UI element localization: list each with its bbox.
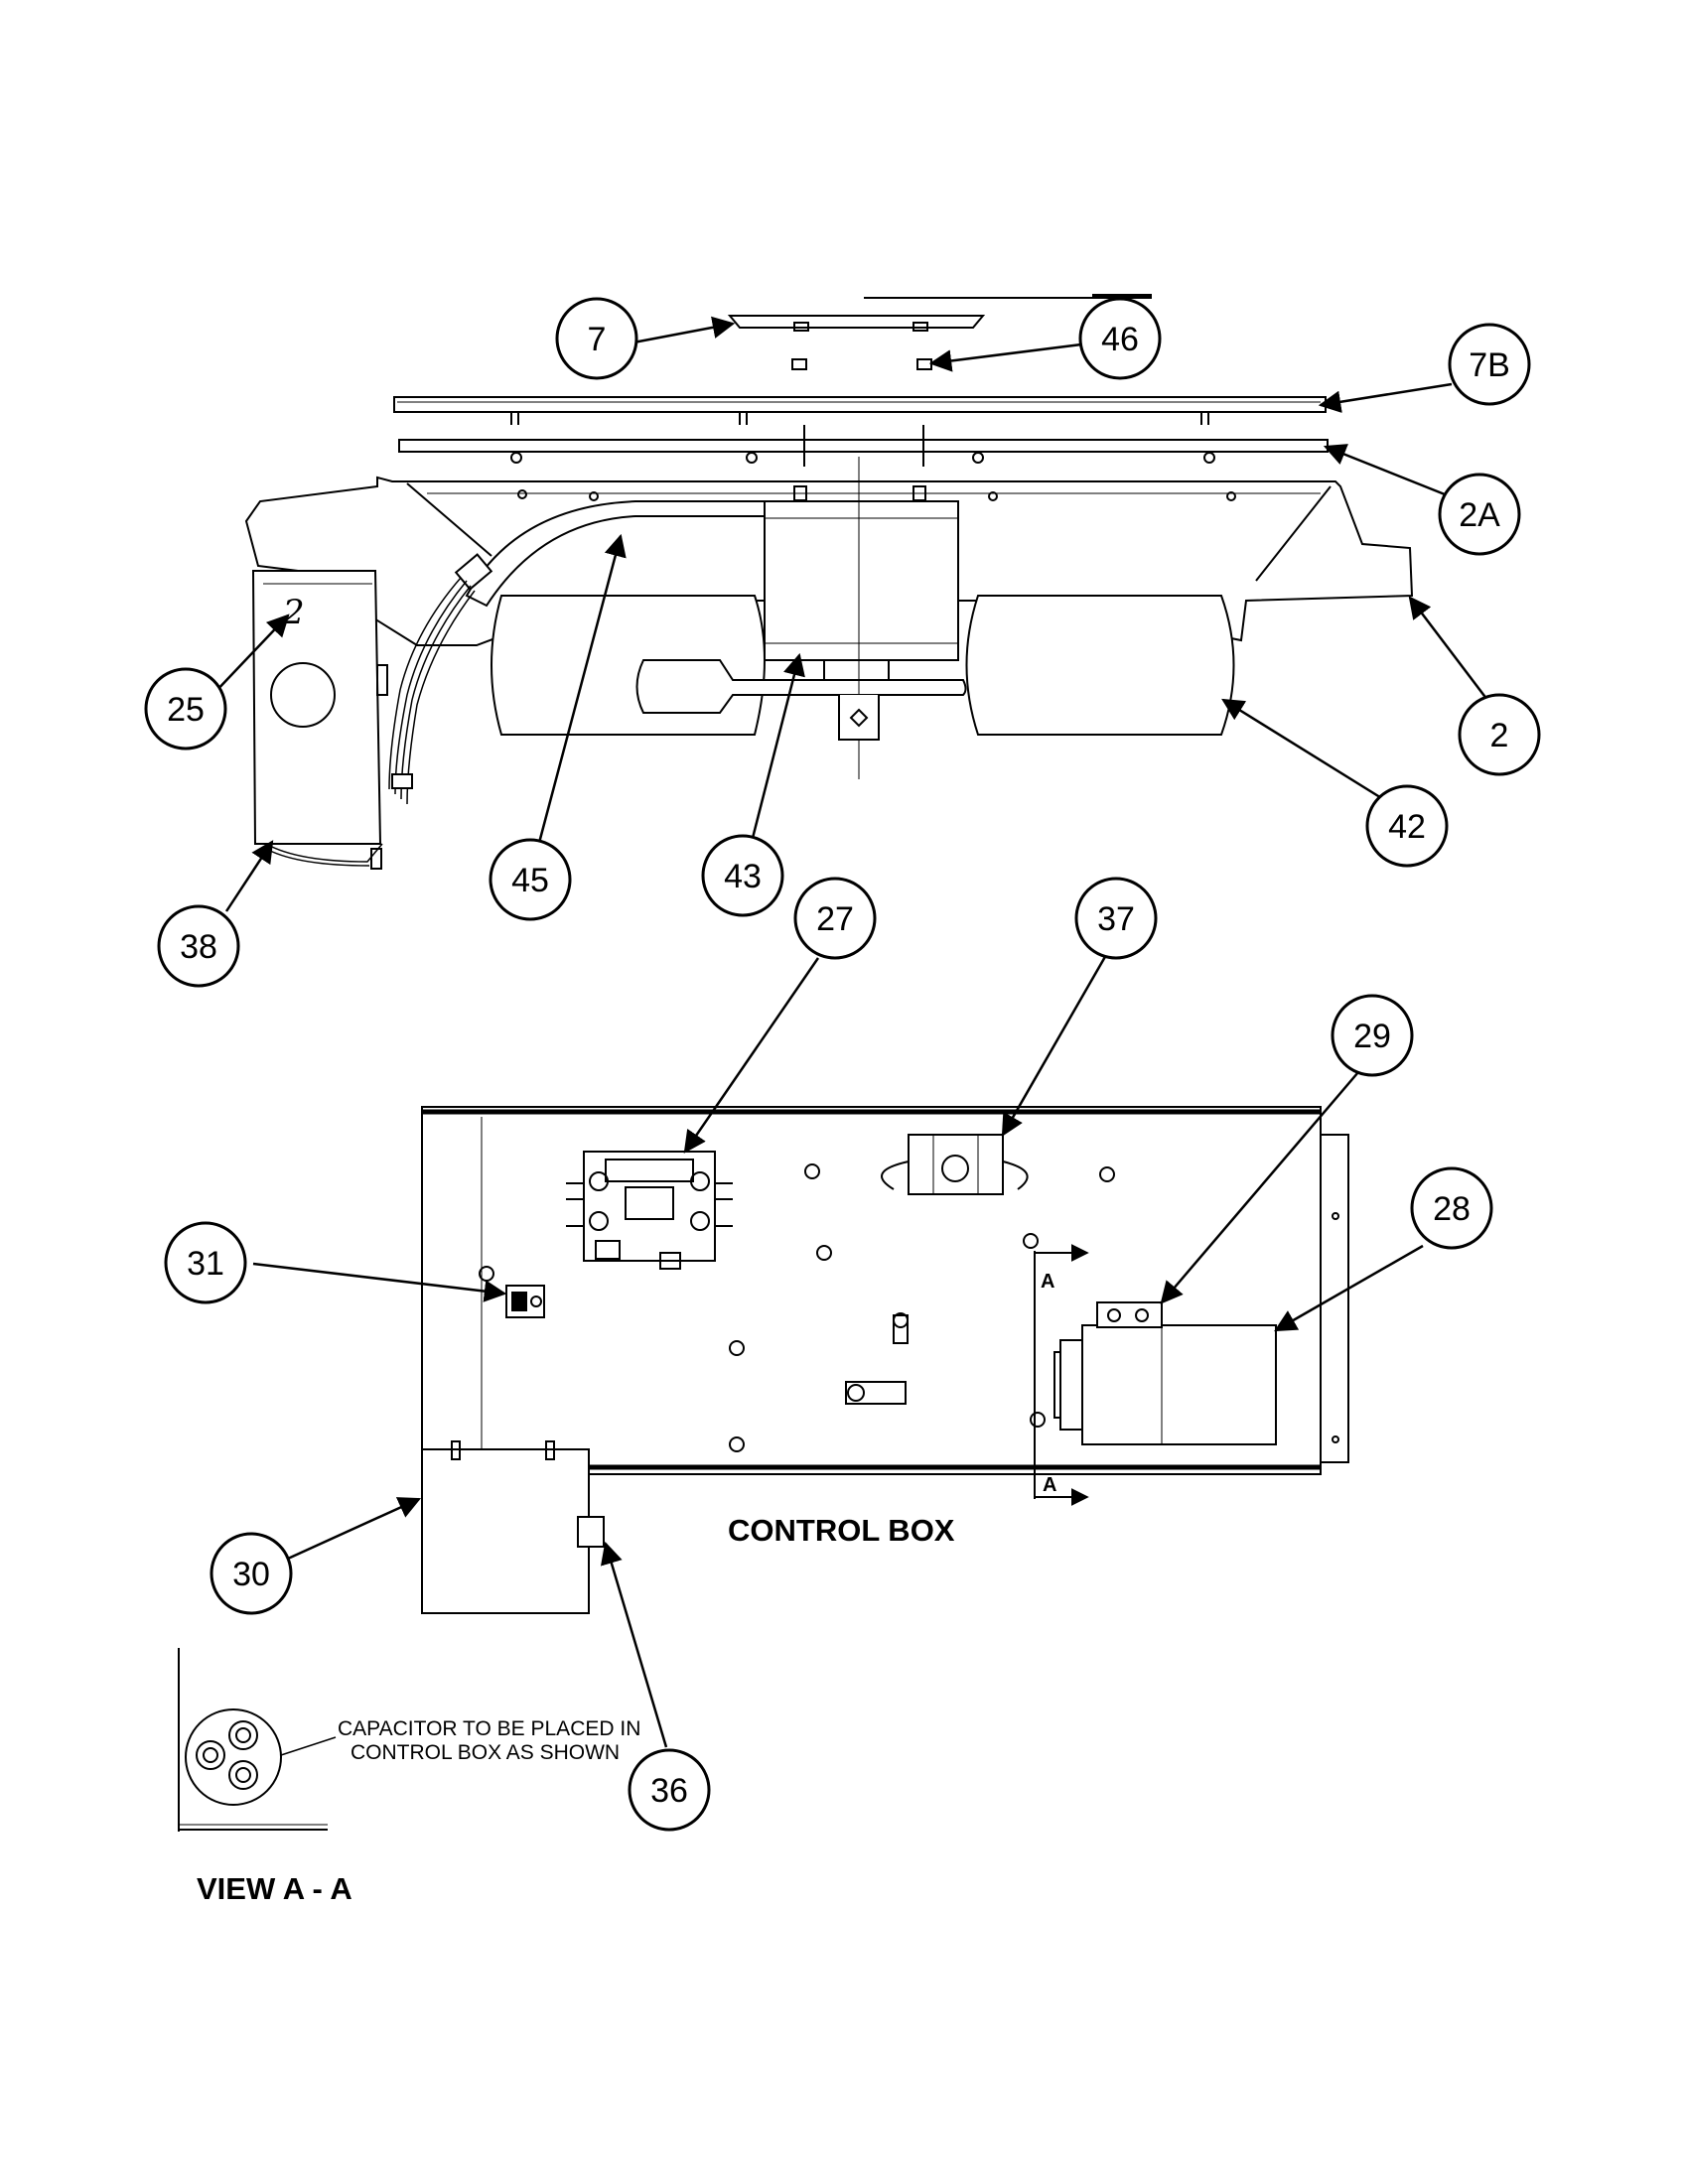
callout-27: 27 [816, 900, 854, 938]
callout-43: 43 [724, 858, 762, 895]
callout-30: 30 [232, 1556, 270, 1593]
leader-lines [211, 316, 1488, 1748]
blower-43 [764, 457, 959, 779]
fastener-46 [791, 358, 932, 370]
callout-25: 25 [167, 691, 205, 729]
contactor-27 [566, 1151, 733, 1270]
chamber-42 [491, 595, 1235, 736]
callout-42: 42 [1388, 808, 1426, 846]
section-mark-top: A [1041, 1271, 1054, 1293]
callout-7: 7 [588, 321, 607, 358]
callout-31: 31 [187, 1245, 224, 1283]
label-36 [577, 1516, 605, 1548]
junction-box-25 [251, 570, 388, 870]
view-aa-label: VIEW A - A [197, 1871, 352, 1906]
callout-29: 29 [1353, 1018, 1391, 1055]
relay-37 [881, 1134, 1029, 1195]
rail-7b [393, 396, 1327, 425]
section-mark-bottom: A [1043, 1474, 1056, 1496]
capacitor-note-line2: CONTROL BOX AS SHOWN [351, 1741, 620, 1764]
callout-28: 28 [1433, 1190, 1471, 1228]
callout-2a: 2A [1459, 496, 1500, 534]
callout-46: 46 [1101, 321, 1139, 358]
callout-circles [144, 297, 1541, 1832]
callout-2: 2 [1490, 717, 1509, 754]
callout-36: 36 [650, 1772, 688, 1810]
control-box-label: CONTROL BOX [728, 1513, 955, 1548]
rail-2a [398, 425, 1329, 467]
capacitor-note-line1: CAPACITOR TO BE PLACED IN [338, 1717, 640, 1740]
duct-45 [454, 500, 766, 608]
view-aa-detail [178, 1648, 337, 1832]
callout-38: 38 [180, 928, 217, 966]
bracket-29 [1096, 1301, 1163, 1328]
section-line-aa [1034, 1244, 1089, 1506]
handwritten-mark: 2 [282, 593, 305, 632]
cover-30 [421, 1440, 590, 1614]
callout-45: 45 [511, 862, 549, 899]
callout-numbers: 7 46 7B 2A 2 42 43 45 25 38 27 37 29 28 … [167, 321, 1510, 1810]
capacitor-28 [1053, 1324, 1277, 1445]
harness-38 [265, 577, 476, 867]
top-cover-plate [727, 294, 1152, 332]
callout-37: 37 [1097, 900, 1135, 938]
switch-31 [505, 1285, 545, 1318]
callout-7b: 7B [1469, 346, 1510, 384]
